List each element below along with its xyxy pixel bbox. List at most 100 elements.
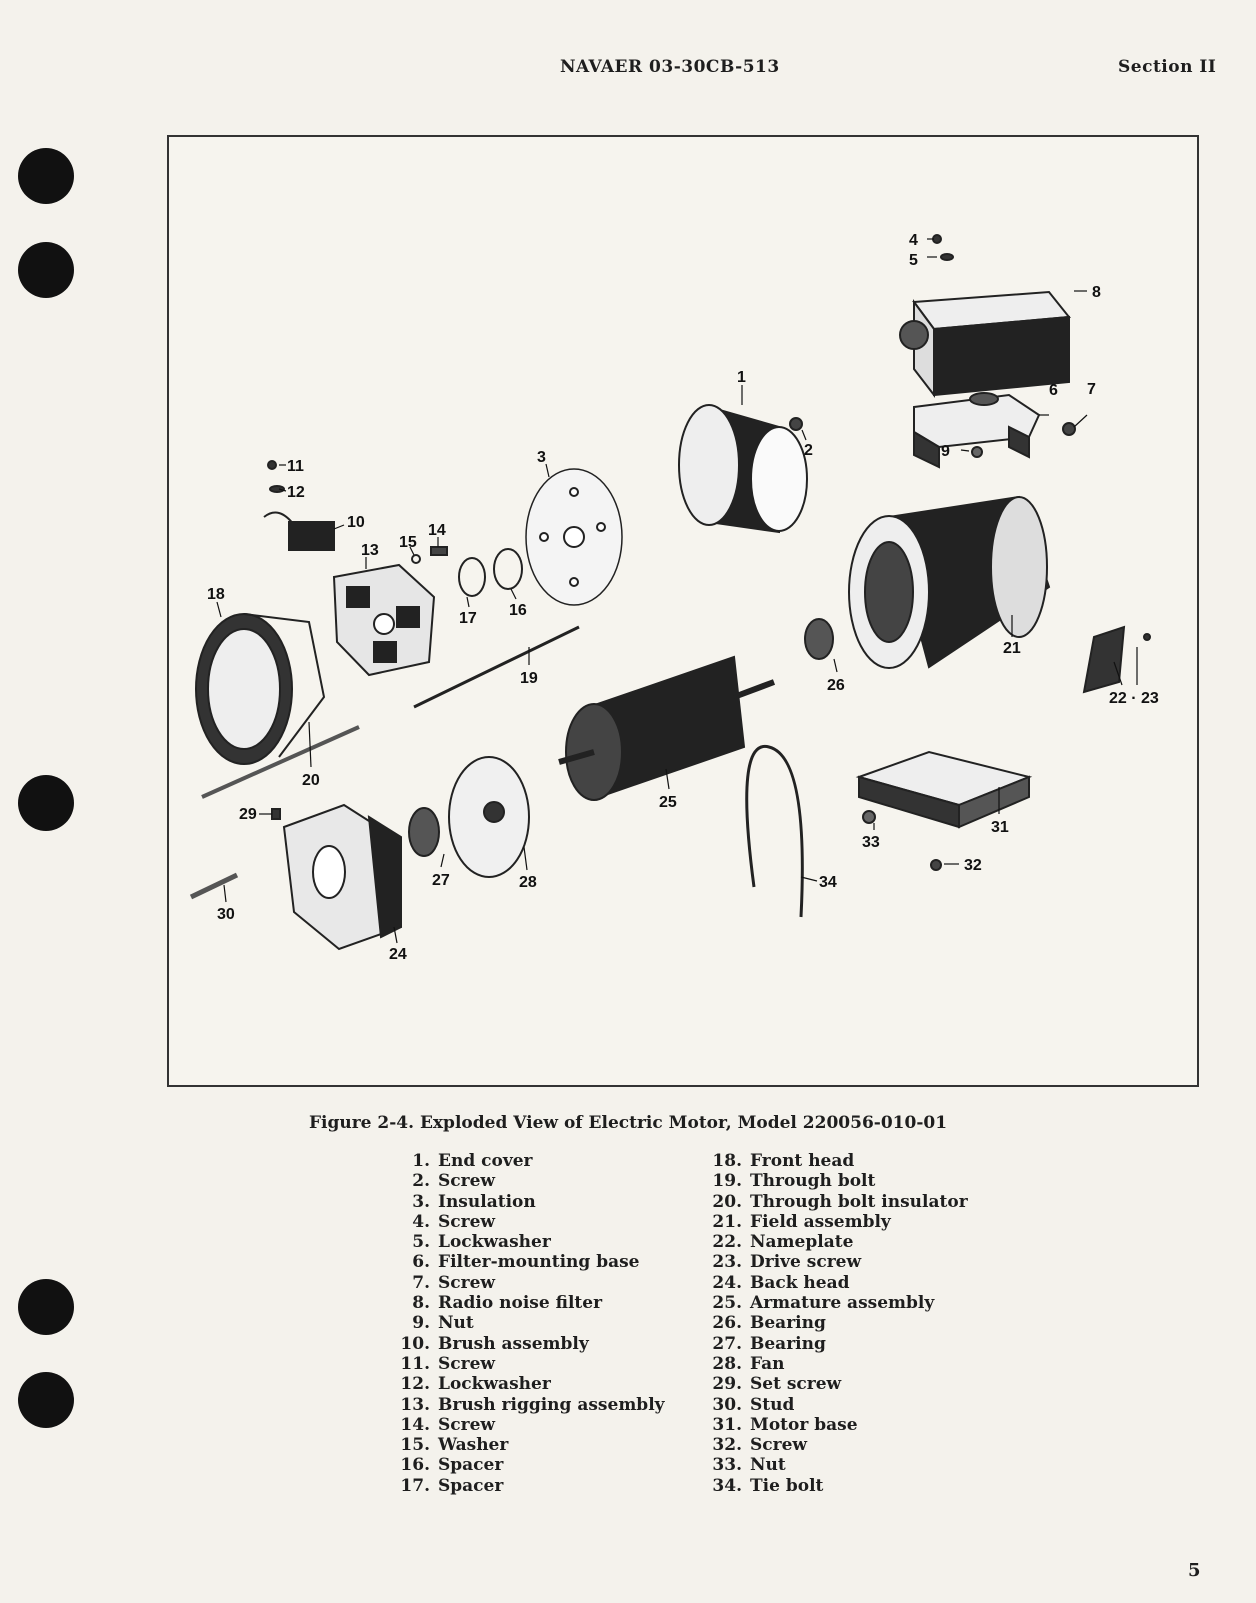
- part-name: Stud: [750, 1394, 795, 1415]
- part-number: 10.: [400, 1333, 430, 1354]
- part-number: 16.: [400, 1455, 430, 1476]
- parts-list-item: 18. Front head: [712, 1151, 968, 1171]
- section-label: Section II: [1118, 57, 1217, 77]
- callout-6: 6: [1049, 382, 1058, 399]
- part-name: Spacer: [438, 1475, 504, 1496]
- parts-list-item: 14.Screw: [400, 1415, 665, 1435]
- part-number: 33.: [712, 1455, 742, 1476]
- part-number: 6.: [412, 1252, 430, 1273]
- part-name: Radio noise filter: [438, 1293, 603, 1314]
- part-name: Tie bolt: [750, 1475, 824, 1496]
- part-name: Screw: [438, 1171, 496, 1192]
- callout-7: 7: [1087, 381, 1096, 398]
- callout-9: 9: [941, 443, 950, 460]
- armature-assembly: [558, 655, 776, 801]
- part-number: 27.: [712, 1333, 742, 1354]
- part-name: End cover: [438, 1151, 533, 1171]
- callout-33: 33: [862, 834, 880, 851]
- callout-20: 20: [302, 772, 320, 789]
- part-name: Screw: [438, 1272, 496, 1293]
- parts-list-item: 31. Motor base: [712, 1415, 968, 1435]
- callout-21: 21: [1003, 640, 1021, 657]
- parts-list-item: 25.Armature assembly: [712, 1293, 968, 1313]
- part-name: Motor base: [750, 1414, 858, 1435]
- binder-hole: [18, 242, 74, 298]
- parts-list-item: 29. Set screw: [712, 1374, 968, 1394]
- parts-list-item: 1. End cover: [400, 1151, 665, 1171]
- part-number: 4.: [412, 1211, 430, 1232]
- part-name: Through bolt: [750, 1171, 876, 1192]
- part-number: 23.: [712, 1252, 742, 1273]
- callout-19: 19: [520, 670, 538, 687]
- callout-1: 1: [737, 369, 746, 386]
- part-name: Lockwasher: [438, 1232, 551, 1253]
- parts-list-right: 18. Front head 19. Through bolt 20. Through b…: [712, 1151, 968, 1496]
- part-number: 11.: [400, 1353, 430, 1374]
- part-number: 30.: [712, 1394, 742, 1415]
- parts-list-item: 8. Radio noise filter: [400, 1293, 665, 1313]
- parts-list-item: 24.Back head: [712, 1273, 968, 1293]
- part-number: 34.: [712, 1475, 742, 1496]
- binder-hole: [18, 1372, 74, 1428]
- part-number: 29.: [712, 1374, 742, 1395]
- part-name: Drive screw: [750, 1252, 862, 1273]
- part-number: 3.: [412, 1191, 430, 1212]
- part-number: 12.: [400, 1374, 430, 1395]
- parts-list-item: 2. Screw: [400, 1171, 665, 1191]
- part-name: Lockwasher: [438, 1374, 551, 1395]
- part-number: 1.: [412, 1151, 430, 1171]
- part-name: Front head: [750, 1151, 855, 1171]
- fan: [448, 756, 530, 878]
- part-number: 31.: [712, 1414, 742, 1435]
- insulation-disk: [525, 468, 623, 606]
- exploded-view-figure: 1 2 3 4 5 6 7 8 9 10 11 12 13 14 15 16 1…: [167, 135, 1199, 1087]
- parts-list-item: 7.Screw: [400, 1273, 665, 1293]
- parts-list-item: 26.Bearing: [712, 1313, 968, 1333]
- callout-11: 11: [287, 458, 304, 475]
- callout-8: 8: [1092, 284, 1101, 301]
- parts-list-item: 30. Stud: [712, 1395, 968, 1415]
- part-name: Screw: [438, 1414, 496, 1435]
- part-name: Nut: [750, 1455, 786, 1476]
- parts-list-item: 4. Screw: [400, 1212, 665, 1232]
- part-number: 32.: [712, 1435, 742, 1456]
- parts-list-item: 12. Lockwasher: [400, 1374, 665, 1394]
- parts-list-item: 3. Insulation: [400, 1192, 665, 1212]
- binder-hole: [18, 775, 74, 831]
- callout-3: 3: [537, 449, 546, 466]
- part-number: 2.: [412, 1171, 430, 1192]
- parts-list-item: 6.Filter-mounting base: [400, 1252, 665, 1272]
- front-head: [195, 613, 326, 765]
- part-number: 15.: [400, 1435, 430, 1456]
- callout-30: 30: [217, 906, 235, 923]
- part-name: Bearing: [750, 1333, 826, 1354]
- filter-mounting-base: [913, 392, 1041, 469]
- callout-labels: 1 2 3 4 5 6 7 8 9 10 11 12 13 14 15 16 1…: [207, 232, 1159, 963]
- part-name: Field assembly: [750, 1211, 891, 1232]
- parts-list-item: 19. Through bolt: [712, 1171, 968, 1191]
- part-name: Screw: [438, 1211, 496, 1232]
- part-name: Set screw: [750, 1374, 842, 1395]
- binder-hole: [18, 1279, 74, 1335]
- part-name: Screw: [438, 1353, 496, 1374]
- callout-14: 14: [428, 522, 446, 539]
- parts-list-item: 32.Screw: [712, 1435, 968, 1455]
- part-name: Through bolt insulator: [750, 1191, 968, 1212]
- callout-22-23: 22 · 23: [1109, 690, 1159, 707]
- part-number: 20.: [712, 1191, 742, 1212]
- parts-list-item: 20. Through bolt insulator: [712, 1191, 968, 1212]
- part-name: Insulation: [438, 1191, 536, 1212]
- parts-list-item: 33. Nut: [712, 1455, 968, 1475]
- page-number: 5: [1188, 1560, 1201, 1581]
- callout-18: 18: [207, 586, 225, 603]
- callout-16: 16: [509, 602, 527, 619]
- callout-28: 28: [519, 874, 537, 891]
- part-number: 18.: [712, 1151, 742, 1171]
- part-number: 13.: [400, 1394, 430, 1415]
- part-number: 8.: [412, 1293, 430, 1314]
- callout-5: 5: [909, 252, 918, 269]
- callout-27: 27: [432, 872, 450, 889]
- part-number: 26.: [712, 1313, 742, 1334]
- document-number: NAVAER 03-30CB-513: [560, 57, 780, 77]
- part-number: 19.: [712, 1171, 742, 1192]
